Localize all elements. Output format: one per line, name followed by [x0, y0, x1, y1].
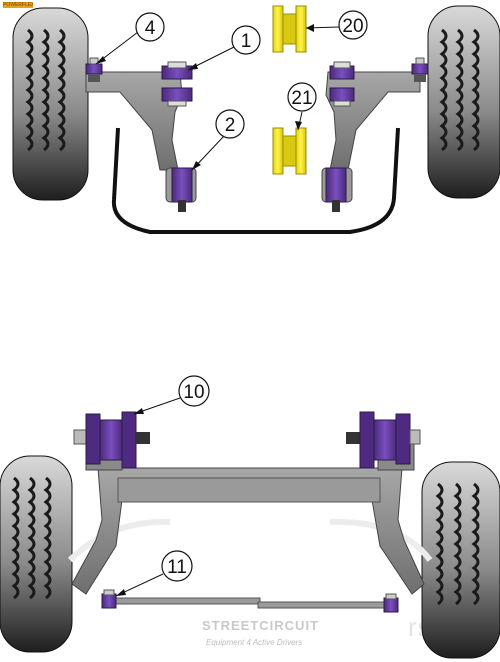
street-circuit-logo: STREETCIRCUIT Equipment 4 Active Drivers [198, 618, 318, 658]
rear-link-rod [109, 597, 389, 609]
watermark-car-outline [67, 518, 433, 563]
rear-left-tyre [0, 455, 73, 653]
callout-20: 20 [305, 10, 368, 40]
callout-10-label: 10 [183, 382, 204, 403]
callout-21: 21 [287, 82, 317, 131]
front-anti-roll-bar [111, 127, 400, 234]
rear-beam-mounting-bush-right [346, 411, 421, 469]
front-right-tyre [427, 5, 500, 199]
front-left-wishbone-rear-bush [165, 167, 197, 212]
rear-right-tyre [421, 461, 500, 659]
rear-link-rod-bush-right [383, 593, 399, 613]
callout-2-label: 2 [225, 115, 236, 136]
front-left-ball-joint-bush [85, 57, 103, 82]
callout-21-label: 21 [291, 88, 312, 109]
callout-1-label: 1 [241, 31, 252, 52]
front-right-wishbone [325, 71, 421, 171]
callout-4: 4 [95, 12, 165, 65]
brand-strip: POWERFLEX [3, 2, 33, 8]
rear-beam-mounting-bush-left [73, 411, 150, 469]
callout-1: 1 [187, 25, 261, 71]
front-right-ball-joint-bush [411, 57, 429, 82]
callout-4-label: 4 [145, 18, 156, 39]
front-right-wishbone-rear-bush [321, 167, 353, 212]
callout-20-label: 20 [342, 16, 363, 37]
front-right-wishbone-front-bush [329, 61, 355, 107]
anti-roll-bar-bush-20 [272, 5, 307, 53]
front-left-wishbone-front-bush [161, 61, 193, 107]
anti-roll-bar-bush-21 [272, 127, 307, 175]
front-left-wishbone [85, 71, 183, 171]
front-left-tyre [12, 7, 89, 201]
rear-link-rod-bush-left [101, 589, 117, 609]
callout-2: 2 [191, 109, 245, 171]
callout-11-label: 11 [167, 557, 187, 578]
callout-10: 10 [133, 375, 210, 415]
callout-11: 11 [115, 550, 193, 597]
logo-tagline: Equipment 4 Active Drivers [206, 638, 303, 647]
logo-title: STREETCIRCUIT [202, 618, 319, 633]
